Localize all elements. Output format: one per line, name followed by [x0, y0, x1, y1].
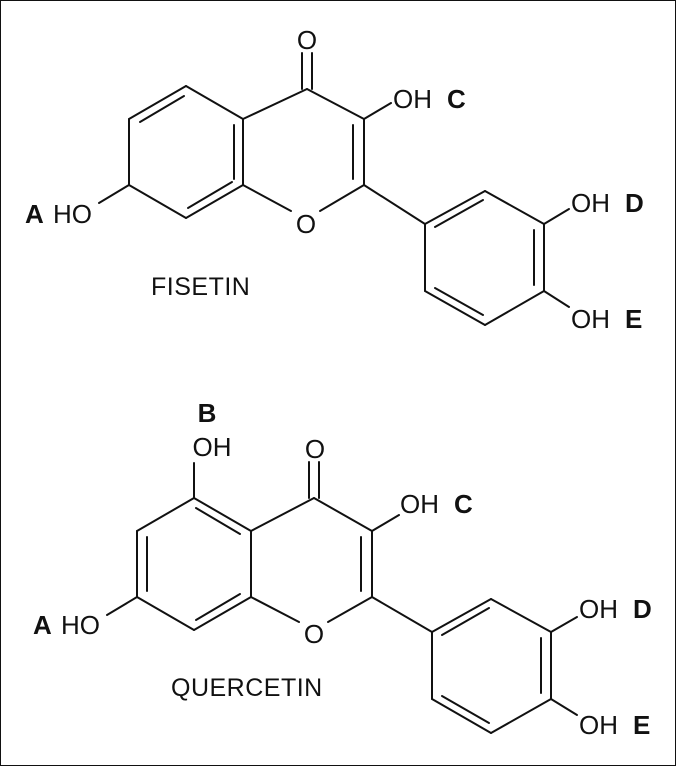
quercetin-tag-c: C	[454, 489, 473, 519]
bond	[195, 593, 241, 621]
bond	[193, 497, 252, 532]
bond	[434, 199, 484, 228]
bond	[195, 507, 241, 535]
quercetin-tag-e: E	[633, 710, 650, 740]
bond	[242, 88, 308, 120]
quercetin-oh-e: OH	[579, 710, 618, 740]
bond	[484, 190, 545, 225]
bond	[128, 85, 187, 120]
bond	[431, 598, 492, 633]
quercetin-ho-a: HO	[61, 610, 100, 640]
bond	[306, 88, 365, 120]
fisetin-oh-d: OH	[571, 188, 610, 218]
bond	[187, 181, 233, 209]
fisetin-oh-e: OH	[571, 304, 610, 334]
bond	[250, 596, 300, 623]
quercetin-name: QUERCETIN	[171, 674, 323, 702]
bond	[550, 616, 578, 633]
bond	[371, 596, 433, 633]
bond	[185, 184, 244, 219]
bond	[139, 95, 185, 123]
bond	[136, 497, 195, 532]
bond	[424, 190, 486, 225]
bond	[327, 596, 373, 623]
fisetin-tag-e: E	[625, 304, 642, 334]
fisetin-structure	[98, 52, 570, 326]
bond	[424, 290, 486, 326]
quercetin-oh-c: OH	[400, 489, 439, 519]
bond	[441, 607, 490, 636]
bond	[363, 184, 426, 225]
bond	[363, 102, 392, 120]
bond	[319, 184, 365, 212]
bond	[490, 698, 552, 734]
bond	[106, 596, 138, 616]
quercetin-oh-d: OH	[579, 594, 618, 624]
bond	[136, 596, 195, 631]
bond	[313, 497, 373, 532]
bond	[550, 698, 578, 716]
quercetin-tag-a: A	[33, 610, 52, 640]
fisetin-ring-oxygen: O	[296, 209, 316, 239]
bond	[242, 184, 292, 212]
bond	[543, 208, 570, 225]
fisetin-tag-a: A	[25, 199, 44, 229]
fisetin-carbonyl-oxygen: O	[297, 25, 317, 55]
fisetin-ho-a: HO	[53, 199, 92, 229]
bond	[543, 290, 570, 308]
bond	[371, 514, 400, 532]
quercetin-carbonyl-oxygen: O	[305, 434, 325, 464]
quercetin-oh-b: OH	[193, 432, 232, 462]
quercetin-tag-b: B	[198, 398, 217, 428]
bond	[441, 695, 490, 724]
quercetin-ring-oxygen: O	[304, 619, 324, 649]
fisetin-name: FISETIN	[151, 273, 250, 301]
bond	[250, 497, 315, 532]
quercetin-tag-d: D	[633, 594, 652, 624]
bond	[484, 290, 545, 326]
quercetin-structure	[106, 461, 578, 734]
bond	[490, 598, 552, 633]
bond	[185, 85, 244, 120]
fisetin-tag-d: D	[625, 188, 644, 218]
fisetin-oh-c: OH	[393, 84, 432, 114]
bond	[431, 698, 492, 734]
bond	[193, 596, 252, 631]
bond	[434, 287, 484, 316]
bond	[98, 184, 130, 204]
fisetin-tag-c: C	[447, 84, 466, 114]
bond	[128, 184, 187, 219]
